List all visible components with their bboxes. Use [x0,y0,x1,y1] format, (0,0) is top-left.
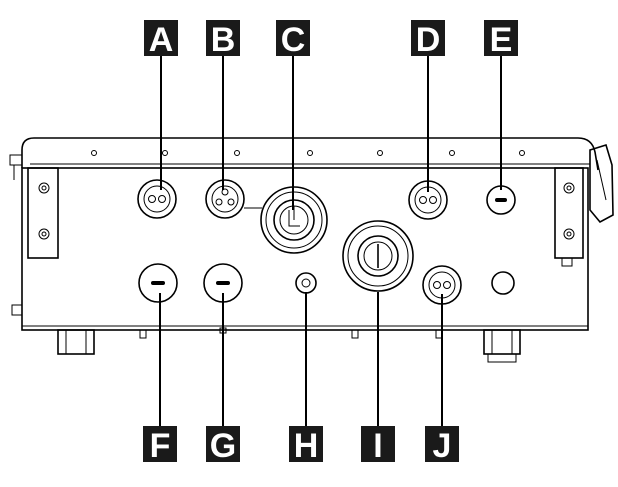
right-mounting-bracket [554,143,614,267]
label-c: C [276,20,310,59]
label-e: E [484,20,518,59]
label-h: H [289,426,323,465]
connector-c [244,186,328,254]
label-j-text: J [433,427,452,465]
connector-b [205,179,245,219]
leader-lines [159,55,502,427]
label-i-text: I [373,427,382,465]
label-g: G [206,426,240,465]
inverter-housing [21,137,599,331]
left-mounting-bracket [9,154,59,316]
label-e-text: E [490,21,513,59]
label-f: F [143,426,177,465]
lid-screw-row [91,150,525,156]
connector-a [137,179,177,219]
label-g-text: G [210,427,236,465]
housing-feet [57,327,521,363]
label-i: I [361,426,395,465]
label-j: J [425,426,459,465]
connector-i [342,220,414,292]
label-d: D [411,20,445,59]
connector-h [295,272,317,294]
label-b-text: B [211,21,236,59]
label-a: A [144,20,178,59]
label-a-text: A [149,21,174,59]
label-b: B [206,20,240,59]
label-d-text: D [416,21,441,59]
label-h-text: H [294,427,319,465]
connector-f [138,263,178,303]
label-f-text: F [150,427,171,465]
connector-e [486,185,516,215]
label-c-text: C [281,21,306,59]
connector-unlabeled [491,271,515,295]
